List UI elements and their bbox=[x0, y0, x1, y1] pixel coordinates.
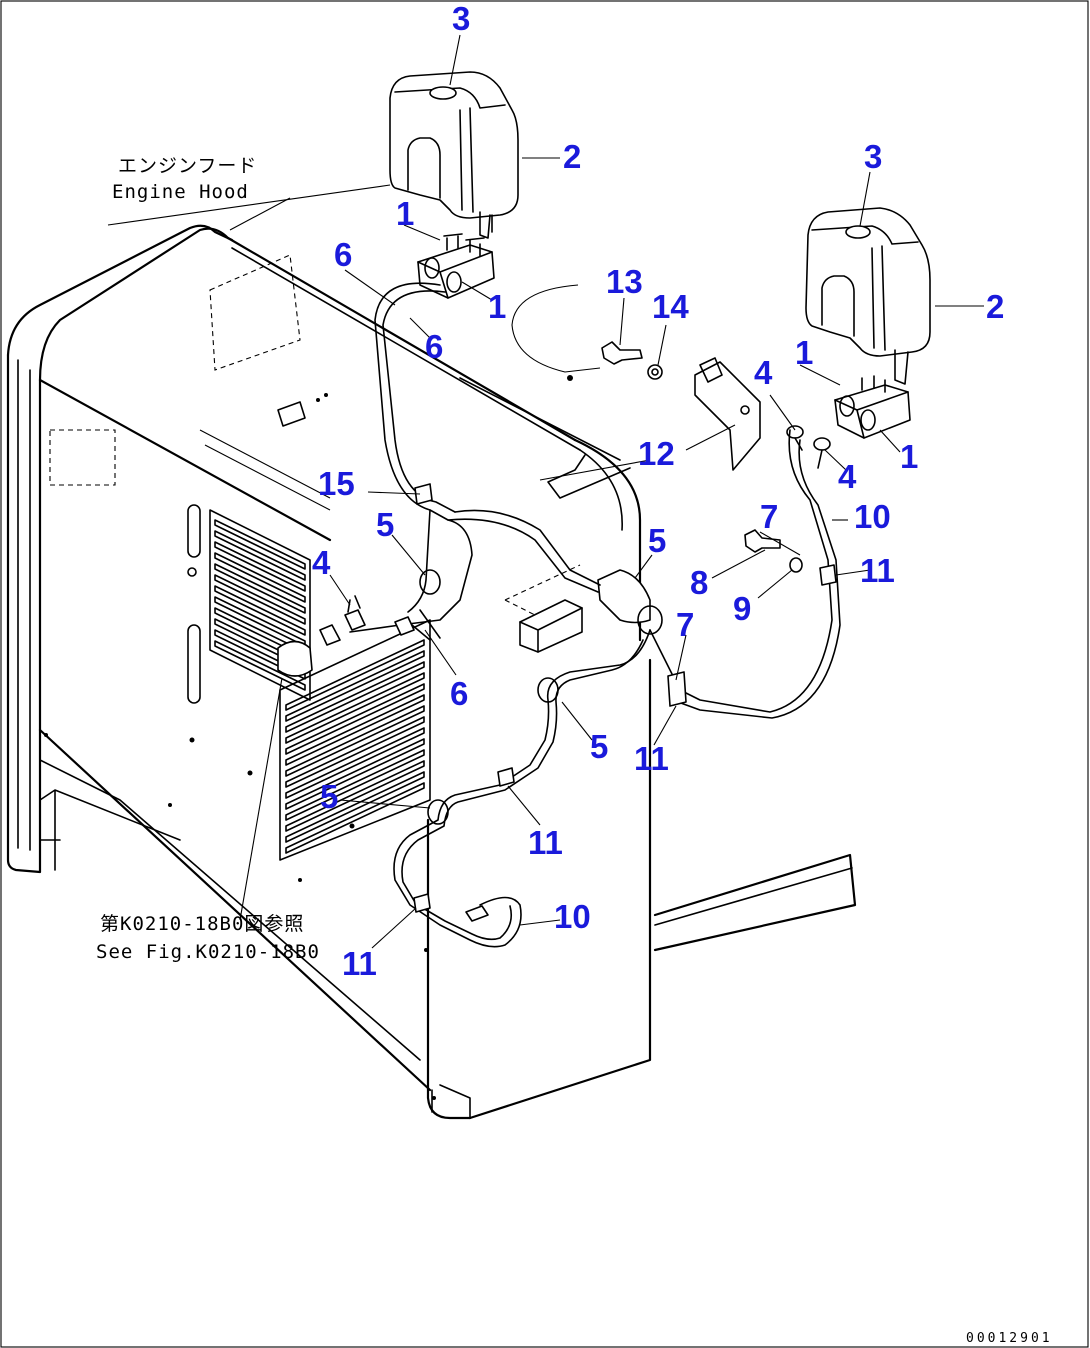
vent-slat bbox=[285, 760, 425, 832]
drawing-code: 00012901 bbox=[966, 1331, 1053, 1346]
callout-1: 1 bbox=[488, 288, 506, 325]
callout-4: 4 bbox=[312, 544, 331, 581]
callout-11: 11 bbox=[634, 740, 669, 777]
vent-slat bbox=[285, 738, 425, 810]
vent-slat bbox=[214, 552, 306, 603]
callout-14: 14 bbox=[652, 288, 689, 325]
callout-10: 10 bbox=[854, 498, 891, 535]
hood-label-en: Engine Hood bbox=[112, 181, 249, 203]
work-lamp-left bbox=[389, 71, 519, 239]
work-lamp-right bbox=[805, 207, 931, 385]
vent-slat bbox=[214, 574, 306, 625]
callouts: 3 2 1 1 6 6 13 14 12 3 2 1 1 4 4 15 5 5 … bbox=[312, 0, 1004, 982]
callout-5: 5 bbox=[590, 728, 608, 765]
assembly-arc bbox=[511, 284, 601, 373]
engine-hood bbox=[6, 224, 857, 1120]
vent-slat bbox=[214, 596, 306, 647]
callout-5: 5 bbox=[648, 522, 666, 559]
vent-slat bbox=[285, 771, 425, 843]
callout-1: 1 bbox=[795, 334, 813, 371]
washer-9 bbox=[789, 557, 803, 573]
figure-ref-en: See Fig.K0210-18B0 bbox=[96, 941, 320, 963]
vent-slat bbox=[285, 639, 425, 711]
relay-box bbox=[519, 599, 583, 653]
callout-4: 4 bbox=[754, 354, 773, 391]
switch-bracket-right bbox=[834, 375, 911, 439]
bolt-13 bbox=[601, 341, 643, 365]
callout-5: 5 bbox=[376, 506, 394, 543]
callout-6: 6 bbox=[334, 236, 352, 273]
vent-slat bbox=[214, 563, 306, 614]
callout-7: 7 bbox=[760, 498, 778, 535]
vent-slat bbox=[214, 585, 306, 636]
vent-slat bbox=[214, 640, 306, 691]
vent-slat bbox=[285, 683, 425, 755]
callout-11: 11 bbox=[860, 552, 895, 589]
callout-1: 1 bbox=[900, 438, 918, 475]
vent-slats-left bbox=[214, 519, 306, 691]
vent-slat bbox=[285, 672, 425, 744]
lamp-cap-left bbox=[429, 86, 457, 100]
vent-slat bbox=[214, 519, 306, 570]
vent-grille-left bbox=[209, 509, 311, 701]
callout-5: 5 bbox=[320, 778, 338, 815]
callout-6: 6 bbox=[450, 675, 468, 712]
vent-slat bbox=[214, 629, 306, 680]
vent-slat bbox=[214, 530, 306, 581]
vent-slats-right bbox=[285, 639, 425, 854]
figure-ref-jp: 第K0210-18B0図参照 bbox=[100, 913, 304, 935]
callout-4: 4 bbox=[838, 458, 857, 495]
side-slots bbox=[44, 504, 436, 1100]
leader-lines bbox=[107, 34, 984, 949]
vent-slat bbox=[285, 694, 425, 766]
vent-slat bbox=[285, 716, 425, 788]
vent-grille-right bbox=[279, 619, 431, 861]
harness-lower bbox=[393, 629, 651, 948]
hood-label-jp: エンジンフード bbox=[118, 155, 257, 177]
callout-9: 9 bbox=[733, 590, 751, 627]
bracket-12 bbox=[694, 357, 761, 471]
callout-12: 12 bbox=[638, 435, 675, 472]
switch-bracket-left bbox=[417, 233, 495, 299]
vent-slat bbox=[285, 650, 425, 722]
callout-2: 2 bbox=[563, 138, 581, 175]
vent-slat bbox=[285, 705, 425, 777]
vent-slat bbox=[285, 661, 425, 733]
callout-15: 15 bbox=[318, 465, 355, 502]
grommet-mid bbox=[597, 569, 663, 635]
callout-7: 7 bbox=[676, 606, 694, 643]
relay-dashed bbox=[504, 564, 581, 616]
lamp-cap-right bbox=[845, 225, 871, 239]
washer-14 bbox=[647, 364, 663, 380]
callout-10: 10 bbox=[554, 898, 591, 935]
vent-slat bbox=[285, 749, 425, 821]
callout-3: 3 bbox=[452, 0, 470, 37]
callout-11: 11 bbox=[342, 945, 377, 982]
vent-slat bbox=[214, 541, 306, 592]
bolt-8 bbox=[744, 529, 781, 553]
vent-slat bbox=[285, 727, 425, 799]
harness-right bbox=[649, 425, 841, 719]
callout-1: 1 bbox=[396, 195, 414, 232]
callout-11: 11 bbox=[528, 824, 563, 861]
callout-3: 3 bbox=[864, 138, 882, 175]
callout-2: 2 bbox=[986, 288, 1004, 325]
callout-6: 6 bbox=[425, 328, 443, 365]
vent-slat bbox=[285, 782, 425, 854]
callout-13: 13 bbox=[606, 263, 643, 300]
callout-8: 8 bbox=[690, 564, 708, 601]
